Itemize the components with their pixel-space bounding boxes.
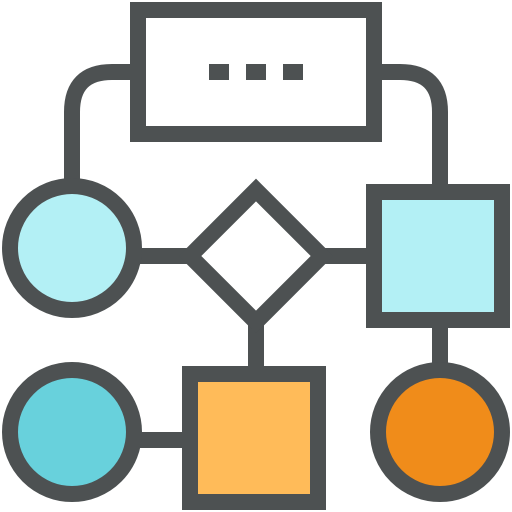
ellipsis-dot bbox=[246, 64, 266, 80]
connector-top-to-right bbox=[374, 64, 448, 186]
ellipsis-icon bbox=[209, 64, 303, 80]
bottom-right-circle-node bbox=[370, 362, 510, 502]
ellipsis-dot bbox=[209, 64, 229, 80]
connector-top-to-left bbox=[64, 64, 138, 186]
bottom-left-circle-node bbox=[2, 362, 142, 502]
right-square-node bbox=[366, 184, 510, 328]
bottom-center-square-node bbox=[182, 366, 326, 510]
decision-diamond bbox=[178, 178, 334, 334]
left-circle-node bbox=[2, 178, 142, 318]
ellipsis-dot bbox=[283, 64, 303, 80]
